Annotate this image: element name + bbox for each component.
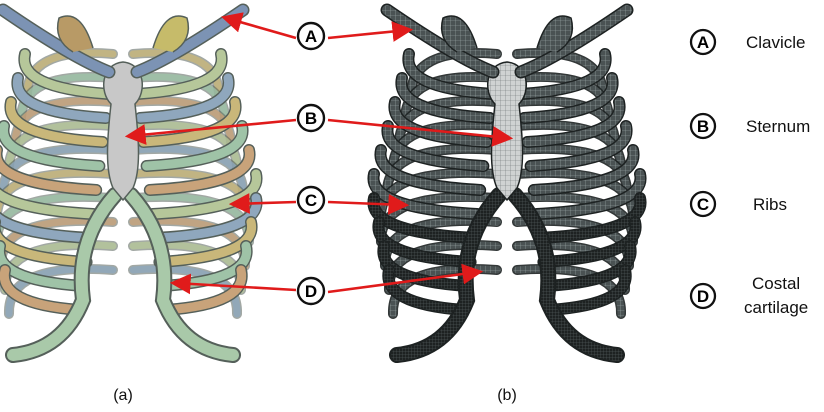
- legend: A Clavicle B Sternum C Ribs D Costal car…: [689, 28, 810, 317]
- costal-arch-fill: [509, 189, 623, 361]
- legend-label-sternum: Sternum: [746, 117, 810, 136]
- front-rib-fill: [135, 73, 234, 123]
- caption-panel-a: (a): [113, 387, 133, 404]
- legend-letter-a: A: [697, 33, 709, 52]
- front-rib-fill: [151, 193, 262, 243]
- callout-arrow: [221, 12, 297, 40]
- front-rib-fill: [542, 241, 636, 291]
- front-rib-fill: [545, 265, 631, 315]
- front-rib-fill: [0, 121, 104, 171]
- front-rib-fill: [154, 217, 257, 267]
- front-rib-fill: [519, 73, 618, 123]
- front-rib-fill: [526, 121, 632, 171]
- legend-letter-d: D: [697, 287, 709, 306]
- front-rib-fill: [396, 73, 495, 123]
- front-rib-fill: [12, 73, 111, 123]
- callout-arrow: [327, 263, 484, 294]
- callout-arrow: [327, 21, 414, 42]
- front-rib-fill: [516, 49, 611, 99]
- clavicle-fill: [516, 5, 632, 77]
- callout-c: C: [296, 185, 326, 215]
- rib-cage-mesh-b: [367, 3, 647, 363]
- legend-label-clavicle: Clavicle: [746, 33, 806, 52]
- legend-item-sternum: B Sternum: [689, 112, 810, 140]
- front-rib-fill: [0, 265, 85, 315]
- legend-item-clavicle: A Clavicle: [689, 28, 806, 56]
- front-rib-fill: [5, 97, 108, 147]
- legend-item-costal-cartilage: D Costal cartilage: [689, 274, 808, 317]
- sternum: [103, 61, 143, 202]
- front-rib-fill: [403, 49, 498, 99]
- back-rib-fill: [407, 49, 501, 102]
- callout-arrow: [327, 118, 514, 147]
- costal-arch-fill: [125, 189, 239, 361]
- front-rib-fill: [161, 265, 247, 315]
- shoulder-blade: [56, 15, 94, 53]
- front-rib-fill: [0, 213, 95, 243]
- callout-arrow: [169, 273, 297, 295]
- front-rib-fill: [19, 49, 114, 99]
- front-rib-fill: [382, 121, 488, 171]
- front-rib-fill: [535, 193, 646, 243]
- front-rib-fill: [532, 169, 645, 219]
- callout-c-letter: C: [305, 191, 317, 210]
- front-rib-fill: [142, 121, 248, 171]
- callout-arrows: [124, 12, 514, 295]
- callout-b-letter: B: [305, 109, 317, 128]
- callout-a: A: [296, 21, 326, 51]
- front-rib-fill: [375, 145, 485, 195]
- front-rib-fill: [132, 49, 227, 99]
- front-rib-fill: [529, 145, 639, 195]
- legend-label-ribs: Ribs: [753, 195, 787, 214]
- callout-d-letter: D: [305, 282, 317, 301]
- front-rib-fill: [538, 217, 641, 267]
- back-rib-fill: [129, 49, 223, 102]
- front-rib-fill: [383, 265, 469, 315]
- callout-arrow: [228, 193, 297, 214]
- legend-item-ribs: C Ribs: [689, 190, 787, 218]
- back-rib-fill: [23, 49, 117, 102]
- front-rib-fill: [522, 97, 625, 147]
- legend-letter-c: C: [697, 195, 709, 214]
- shoulder-blade: [536, 15, 574, 53]
- legend-letter-b: B: [697, 117, 709, 136]
- shoulder-blade: [152, 15, 190, 53]
- clavicle-fill: [0, 5, 114, 77]
- back-rib-fill: [513, 49, 607, 102]
- costal-arch-fill: [391, 189, 505, 361]
- caption-panel-b: (b): [497, 387, 517, 404]
- sternum: [487, 61, 527, 202]
- callout-b: B: [296, 103, 326, 133]
- callout-d: D: [296, 276, 326, 306]
- front-rib-fill: [145, 145, 255, 195]
- clavicle-fill: [382, 5, 498, 77]
- shoulder-blade: [440, 15, 478, 53]
- rib-cage-render-a: [0, 3, 263, 363]
- front-rib-fill: [0, 231, 92, 267]
- front-rib-fill: [368, 193, 479, 243]
- costal-arch-fill: [7, 189, 121, 361]
- legend-label-costal: Costal: [752, 274, 800, 293]
- callout-arrow: [124, 118, 297, 145]
- front-rib-fill: [378, 241, 472, 291]
- callout-arrow: [327, 193, 410, 215]
- legend-label-cartilage: cartilage: [744, 298, 808, 317]
- callout-a-letter: A: [305, 27, 317, 46]
- front-rib-fill: [0, 241, 88, 291]
- front-rib-fill: [373, 217, 476, 267]
- front-rib-fill: [0, 189, 98, 219]
- front-rib-fill: [0, 146, 101, 195]
